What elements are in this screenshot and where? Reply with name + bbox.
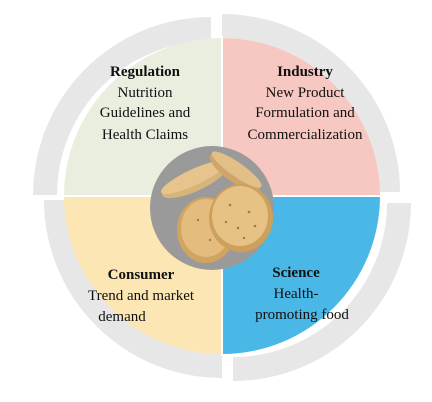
industry-line-2: Formulation and <box>255 105 355 121</box>
label-industry: Industry New Product Formulation and Com… <box>248 64 363 143</box>
consumer-line-1: Trend and market <box>88 288 195 304</box>
outer-ring <box>33 14 411 381</box>
outer-ring-segment-top-left <box>33 17 211 195</box>
regulation-line-3: Health Claims <box>102 127 188 143</box>
quadrant-industry <box>222 38 380 196</box>
consumer-line-2: demand <box>98 309 146 325</box>
industry-line-1: New Product <box>266 85 346 101</box>
consumer-title: Consumer <box>108 267 175 283</box>
science-title: Science <box>272 265 320 281</box>
outer-ring-segment-top-right <box>222 14 400 192</box>
science-line-2: promoting food <box>255 307 349 323</box>
science-line-1: Health- <box>274 286 319 302</box>
industry-title: Industry <box>277 64 333 80</box>
regulation-line-2: Guidelines and <box>100 105 191 121</box>
cookies-photo-icon <box>160 151 273 263</box>
label-regulation: Regulation Nutrition Guidelines and Heal… <box>100 64 191 143</box>
industry-line-3: Commercialization <box>248 127 363 143</box>
center-image <box>150 146 274 270</box>
label-consumer: Consumer Trend and market demand <box>88 267 195 325</box>
regulation-line-1: Nutrition <box>118 85 173 101</box>
outer-ring-segment-bottom-right <box>233 203 411 381</box>
regulation-title: Regulation <box>110 64 181 80</box>
outer-ring-segment-bottom-left <box>44 200 222 378</box>
label-science: Science Health- promoting food <box>255 265 349 323</box>
